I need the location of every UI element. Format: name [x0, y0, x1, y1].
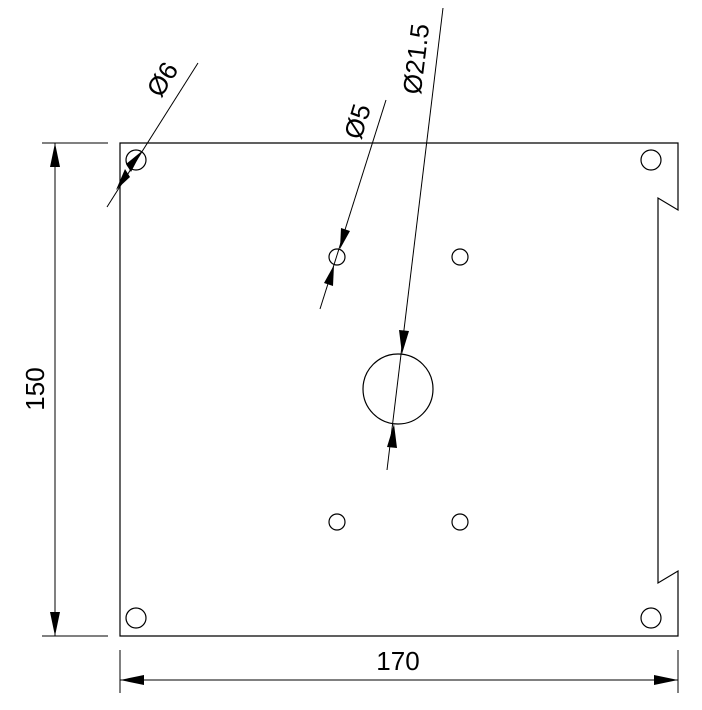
height-dimension-label: 150: [20, 367, 50, 410]
height-dimension: 150: [20, 142, 108, 637]
center-hole: [362, 353, 434, 425]
corner-hole-bottom-right: [640, 607, 662, 629]
plate-outline: [119, 142, 679, 637]
pattern-hole-diameter-label: Ø5: [338, 100, 377, 142]
width-dimension-label: 170: [376, 646, 419, 676]
width-dimension: 170: [119, 646, 679, 693]
corner-hole-bottom-left: [125, 607, 147, 629]
pattern-hole-top-right: [451, 248, 469, 266]
pattern-hole-top-left: [328, 248, 346, 266]
center-hole-diameter-label: Ø21.5: [397, 22, 435, 96]
pattern-hole-bottom-left: [328, 513, 346, 531]
corner-hole-top-left: [125, 149, 147, 171]
pattern-hole-bottom-right: [451, 513, 469, 531]
corner-hole-diameter-leader: Ø6: [106, 57, 199, 208]
corner-hole-top-right: [640, 149, 662, 171]
pattern-hole-diameter-leader: Ø5: [319, 99, 387, 310]
center-hole-diameter-leader: Ø21.5: [386, 7, 444, 471]
